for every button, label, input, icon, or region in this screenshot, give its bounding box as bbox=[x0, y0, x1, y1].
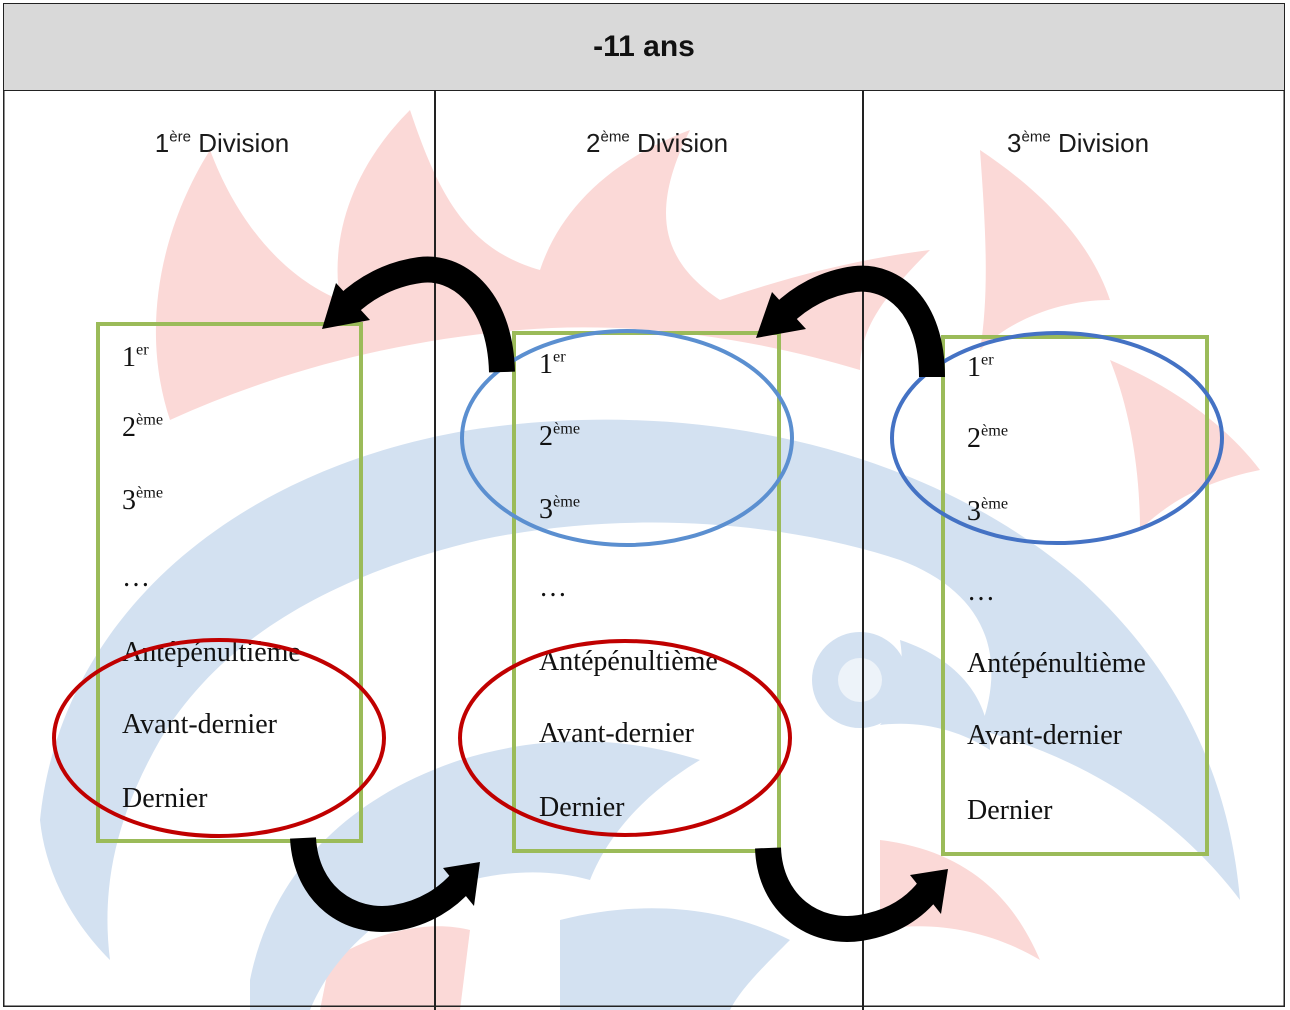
column-divider-2 bbox=[862, 91, 864, 1010]
division-2-rank-ellipsis: … bbox=[539, 572, 567, 603]
division-1-ranking-box bbox=[96, 322, 363, 843]
division-2-rank-1: 1er bbox=[539, 347, 566, 380]
division-heading-3: 3ème Division bbox=[1006, 128, 1150, 158]
division-2-rank-antepenultimate: Antépénultième bbox=[539, 646, 718, 677]
division-heading-1: 1ère Division bbox=[154, 128, 290, 158]
division-1-rank-antepenultimate: Antépénultième bbox=[122, 637, 301, 668]
division-1-rank-ellipsis: … bbox=[122, 562, 150, 593]
column-divider-1 bbox=[434, 91, 436, 1010]
division-1-rank-1: 1er bbox=[122, 340, 149, 373]
division-heading-2: 2ème Division bbox=[585, 128, 729, 158]
division-3-rank-3: 3ème bbox=[967, 494, 1009, 527]
division-3-rank-second-to-last: Avant-dernier bbox=[967, 720, 1122, 751]
division-3-rank-ellipsis: … bbox=[967, 576, 995, 607]
division-1-rank-3: 3ème bbox=[122, 483, 164, 516]
division-2-rank-last: Dernier bbox=[539, 792, 625, 823]
division-2-rank-2: 2ème bbox=[539, 419, 581, 452]
age-category-title: -11 ans bbox=[593, 30, 695, 63]
division-3-rank-1: 1er bbox=[967, 350, 994, 383]
division-1-rank-last: Dernier bbox=[122, 783, 208, 814]
division-3-rank-antepenultimate: Antépénultième bbox=[967, 648, 1146, 679]
table-header: -11 ans bbox=[3, 3, 1285, 91]
division-1-rank-2: 2ème bbox=[122, 410, 164, 443]
division-1-rank-second-to-last: Avant-dernier bbox=[122, 709, 277, 740]
division-3-rank-last: Dernier bbox=[967, 795, 1053, 826]
division-3-rank-2: 2ème bbox=[967, 421, 1009, 454]
division-2-rank-3: 3ème bbox=[539, 492, 581, 525]
division-2-rank-second-to-last: Avant-dernier bbox=[539, 718, 694, 749]
